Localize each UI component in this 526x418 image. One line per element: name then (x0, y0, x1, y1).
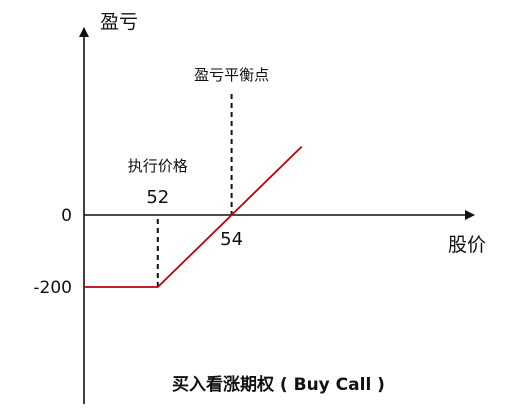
y-tick-labels: 0 -200 (33, 206, 72, 298)
chart-title: 买入看涨期权 ( Buy Call ) (172, 374, 385, 395)
x-axis-label: 股价 (448, 234, 486, 256)
strike-price-label: 执行价格 (128, 157, 188, 175)
y-tick-label-1: -200 (33, 278, 72, 298)
breakeven-value: 54 (220, 229, 243, 250)
series-group (84, 145, 303, 288)
y-tick-label-0: 0 (61, 206, 72, 226)
strike-price-value: 52 (146, 187, 169, 208)
payoff-line-0 (84, 145, 303, 288)
y-axis-label: 盈亏 (100, 11, 138, 33)
breakeven-label: 盈亏平衡点 (194, 66, 269, 84)
annotations: 52 执行价格 54 盈亏平衡点 (128, 66, 269, 287)
